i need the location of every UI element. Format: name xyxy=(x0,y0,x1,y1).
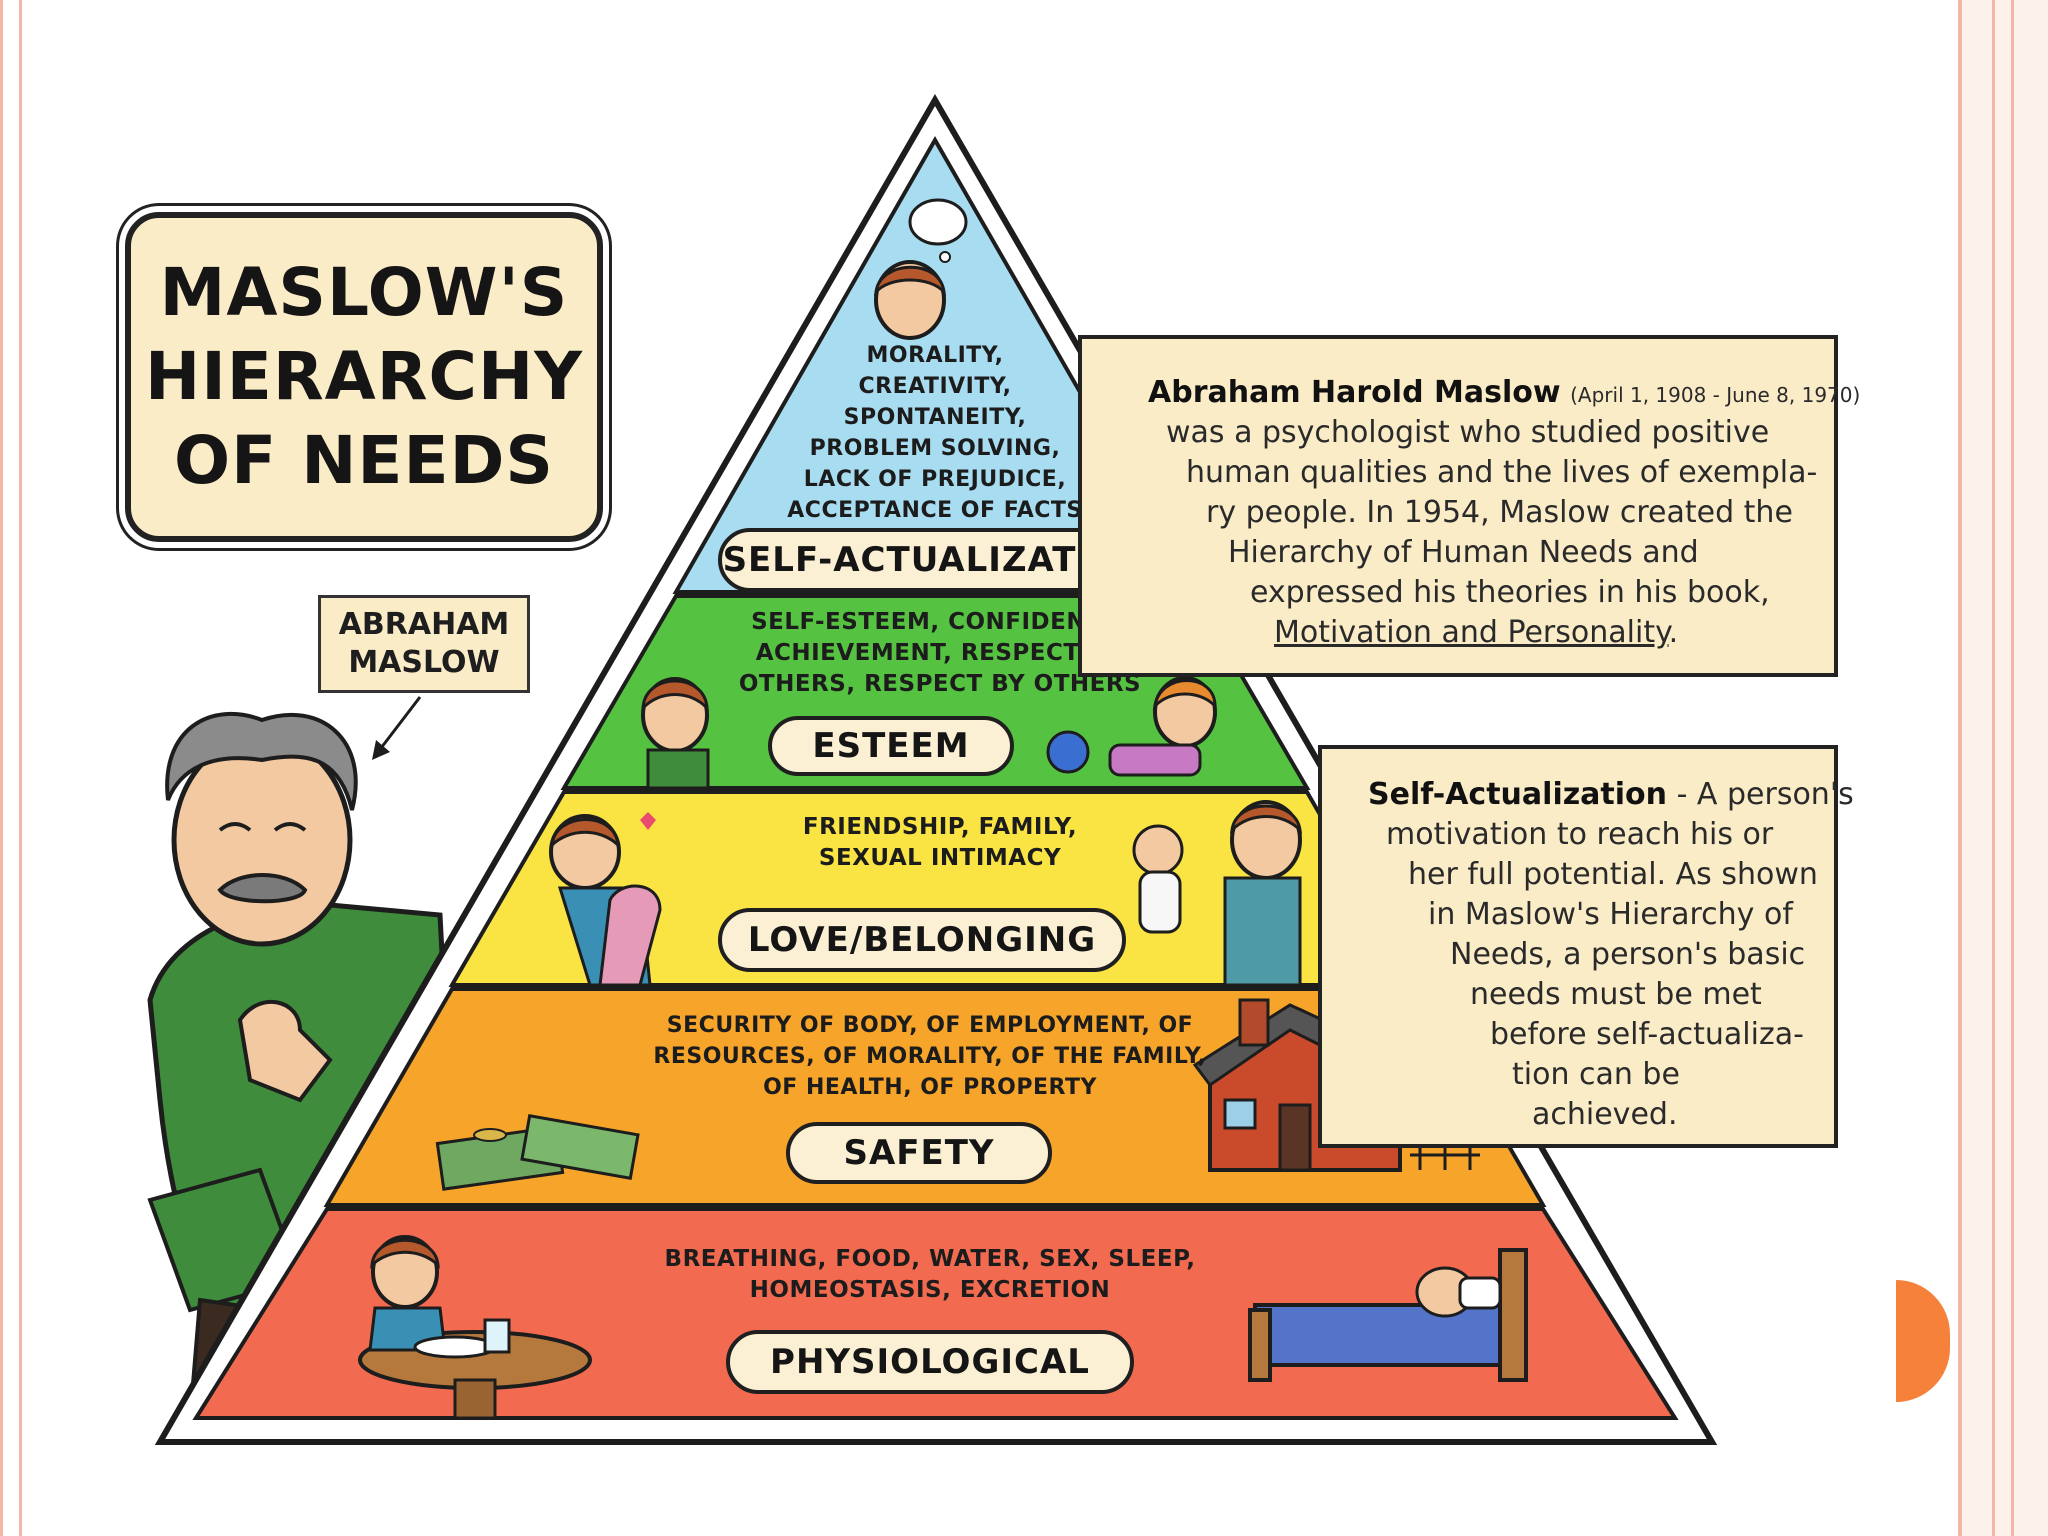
bio-line: Hierarchy of Human Needs and xyxy=(1228,535,1699,570)
slide-frame-left xyxy=(0,0,22,1536)
bio-dates: (April 1, 1908 - June 8, 1970) xyxy=(1570,383,1861,407)
physiological-needs: BREATHING, FOOD, WATER, SEX, SLEEP, HOME… xyxy=(664,1246,1196,1303)
biography-box: Abraham Harold Maslow (April 1, 1908 - J… xyxy=(1078,335,1860,677)
tier-self-actualization xyxy=(672,135,1199,594)
bio-book-title: Motivation and Personality xyxy=(1274,615,1669,650)
portrait-label: ABRAHAM MASLOW xyxy=(318,595,530,693)
bio-name: Abraham Harold Maslow xyxy=(1148,375,1561,410)
level-label-love-belonging: LOVE/BELONGING xyxy=(718,908,1126,972)
bio-heading: Abraham Harold Maslow (April 1, 1908 - J… xyxy=(1148,375,1860,413)
level-label-physiological: PHYSIOLOGICAL xyxy=(726,1330,1134,1394)
definition-term: Self-Actualization xyxy=(1368,777,1668,812)
love-belonging-needs: FRIENDSHIP, FAMILY, SEXUAL INTIMACY xyxy=(802,814,1078,871)
definition-line: achieved. xyxy=(1532,1097,1678,1132)
bio-line: was a psychologist who studied positive xyxy=(1166,415,1770,450)
esteem-needs: SELF-ESTEEM, CONFIDENCE, ACHIEVEMENT, RE… xyxy=(738,609,1142,697)
definition-line: tion can be xyxy=(1512,1057,1680,1092)
title-panel: MASLOW'S HIERARCHY OF NEEDS xyxy=(125,212,603,542)
level-label-esteem: ESTEEM xyxy=(768,716,1014,776)
title-line: MASLOW'S xyxy=(159,254,569,331)
self-actualization-needs: MORALITY, CREATIVITY, SPONTANEITY, PROBL… xyxy=(787,343,1083,523)
level-label-safety: SAFETY xyxy=(786,1122,1052,1184)
title-line: OF NEEDS xyxy=(174,422,554,499)
bio-line: ry people. In 1954, Maslow created the xyxy=(1206,495,1793,530)
bio-book-end: . xyxy=(1668,615,1679,650)
title-line: HIERARCHY xyxy=(144,338,584,415)
physiological-eating-and-sleeping xyxy=(358,1235,1528,1420)
thinking-child xyxy=(873,198,968,340)
love-couple-and-parent xyxy=(549,800,1303,987)
portrait-label-line: ABRAHAM xyxy=(338,607,510,642)
esteem-children xyxy=(641,676,1217,790)
definition-line: in Maslow's Hierarchy of xyxy=(1428,897,1793,932)
bio-line: expressed his theories in his book, xyxy=(1250,575,1770,610)
definition-line: before self-actualiza- xyxy=(1490,1017,1804,1052)
portrait-label-line: MASLOW xyxy=(348,645,500,680)
bio-book-line: Motivation and Personality. xyxy=(1274,615,1678,651)
definition-first-line: - A person's xyxy=(1667,777,1854,812)
slide-frame-right xyxy=(1958,0,2048,1536)
definition-heading: Self-Actualization - A person's xyxy=(1368,777,1854,813)
definition-line: motivation to reach his or xyxy=(1386,817,1774,852)
definition-line: Needs, a person's basic xyxy=(1450,937,1806,972)
definition-box: Self-Actualization - A person's motivati… xyxy=(1318,745,1854,1148)
definition-line: needs must be met xyxy=(1470,977,1762,1012)
definition-line: her full potential. As shown xyxy=(1408,857,1818,892)
bio-line: human qualities and the lives of exempla… xyxy=(1186,455,1818,490)
safety-needs: SECURITY OF BODY, OF EMPLOYMENT, OF RESO… xyxy=(653,1013,1207,1100)
